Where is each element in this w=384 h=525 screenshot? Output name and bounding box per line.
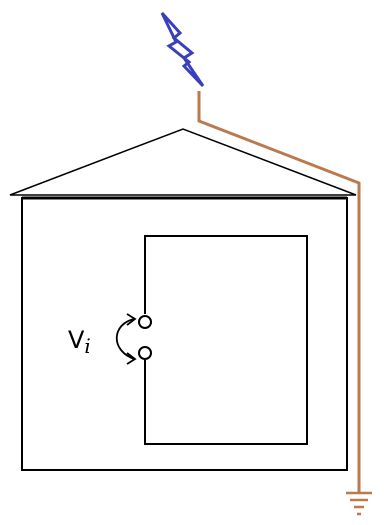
house-walls <box>21 197 348 471</box>
terminal-bottom <box>138 346 152 360</box>
lightning-bolt-icon <box>160 11 205 88</box>
voltage-arrowhead-bottom <box>126 352 137 365</box>
voltage-label-subscript: i <box>84 334 90 358</box>
voltage-arrowhead-top <box>126 313 137 326</box>
voltage-label: Vi <box>68 326 91 358</box>
terminal-top <box>138 315 152 329</box>
house-roof <box>9 128 357 196</box>
inner-enclosure <box>144 235 308 445</box>
voltage-arrow <box>115 318 135 360</box>
ground-icon <box>346 491 372 516</box>
voltage-label-symbol: V <box>68 326 85 354</box>
lightning-rod-conductor <box>197 91 361 493</box>
